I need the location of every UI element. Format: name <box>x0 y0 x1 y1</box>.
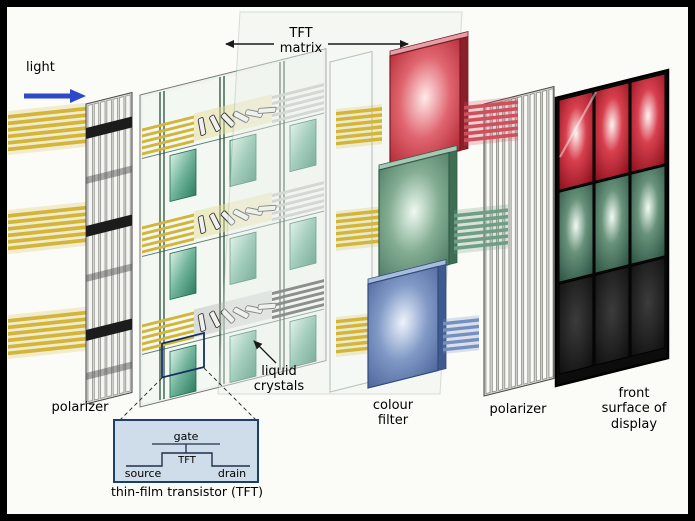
tft-row-lines <box>142 112 324 356</box>
display-gloss-streak <box>558 91 598 158</box>
tft-zoom-region-box <box>161 331 205 379</box>
source-drain-step <box>126 452 250 467</box>
tft-inset-diagram: gate source TFT drain <box>113 419 259 483</box>
zoom-guide-line-right <box>203 367 257 421</box>
light-beam-left-2 <box>8 201 90 254</box>
light-beam-left-1 <box>8 102 90 155</box>
drain-label: drain <box>218 467 246 480</box>
green-beam <box>454 204 508 254</box>
tft-pixel-cells <box>169 118 317 399</box>
light-direction-arrow <box>24 89 86 103</box>
liquid-crystals-arrow <box>253 340 277 364</box>
source-label: source <box>125 467 162 480</box>
polarizer-right-panel <box>483 85 555 397</box>
zoom-guide-line-left <box>119 377 163 421</box>
tft-label: TFT <box>177 455 197 466</box>
light-beam-mid-2 <box>336 206 382 251</box>
front-display-panel <box>554 68 670 388</box>
colour-filter-blue-block <box>367 259 447 389</box>
blue-beam <box>443 315 479 354</box>
tft-matrix-panel <box>139 48 327 408</box>
gate-label: gate <box>174 430 199 443</box>
light-beam-mid-1 <box>336 104 382 149</box>
polarizer-left-panel <box>85 91 133 405</box>
colour-filter-green-block <box>378 145 458 283</box>
red-beam <box>464 96 518 146</box>
light-beam-left-3 <box>8 306 90 359</box>
